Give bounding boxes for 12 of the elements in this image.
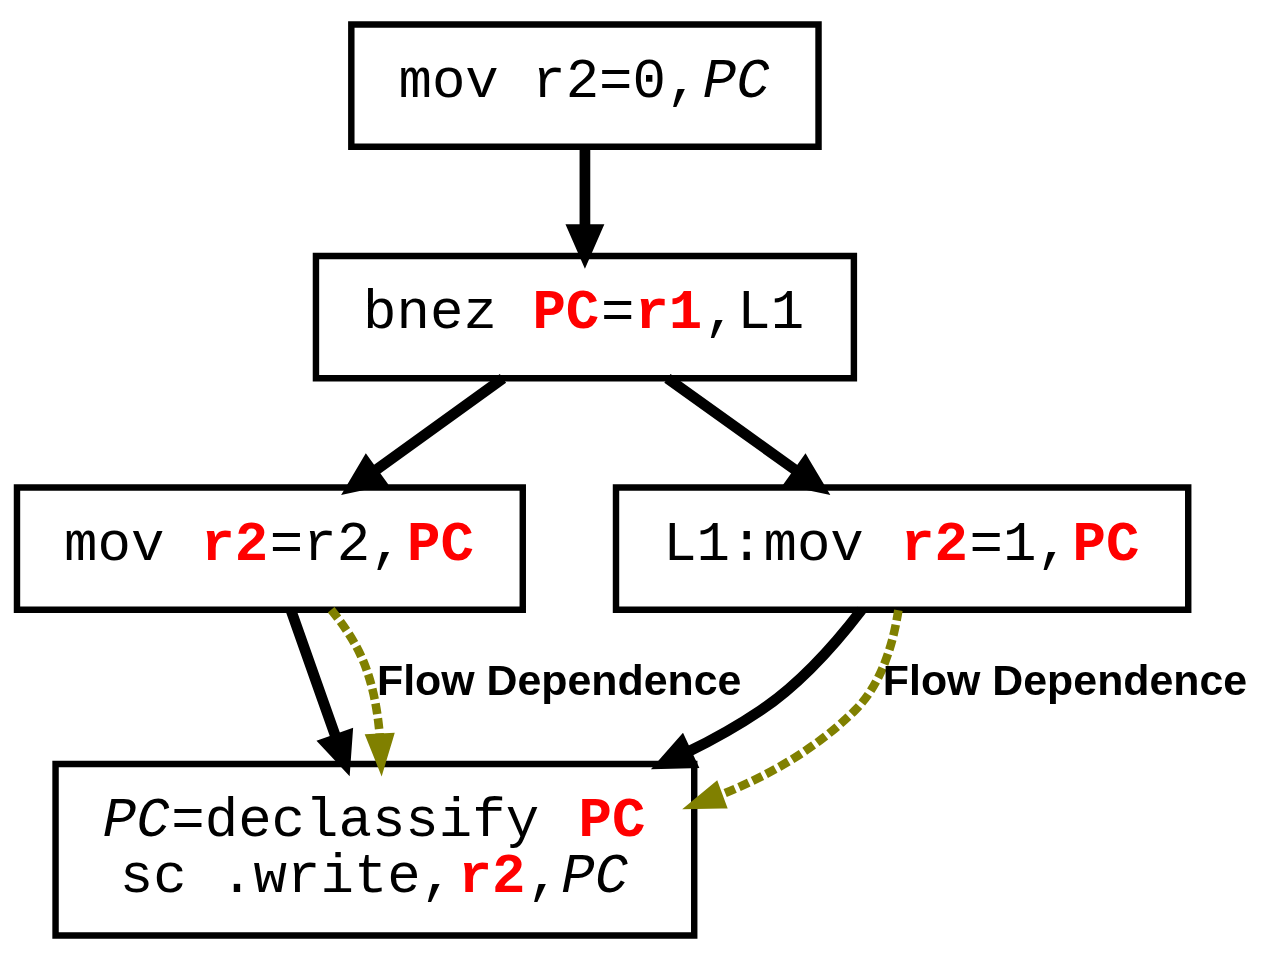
- node-box: mov r2=0,PC: [348, 21, 822, 150]
- edge-label: Flow Dependence: [882, 656, 1248, 705]
- arrow: [682, 609, 903, 810]
- node-box: PC=declassify PC sc .write,r2,PC: [52, 760, 698, 939]
- edge-label: Flow Dependence: [377, 656, 742, 705]
- arrow: [327, 607, 395, 777]
- node-box: L1:mov r2=1,PC: [612, 484, 1192, 613]
- arrow: [664, 374, 831, 496]
- node-box: mov r2=r2,PC: [13, 484, 526, 613]
- arrow: [341, 374, 507, 496]
- arrow: [650, 606, 866, 770]
- node-box: bnez PC=r1,L1: [312, 252, 858, 382]
